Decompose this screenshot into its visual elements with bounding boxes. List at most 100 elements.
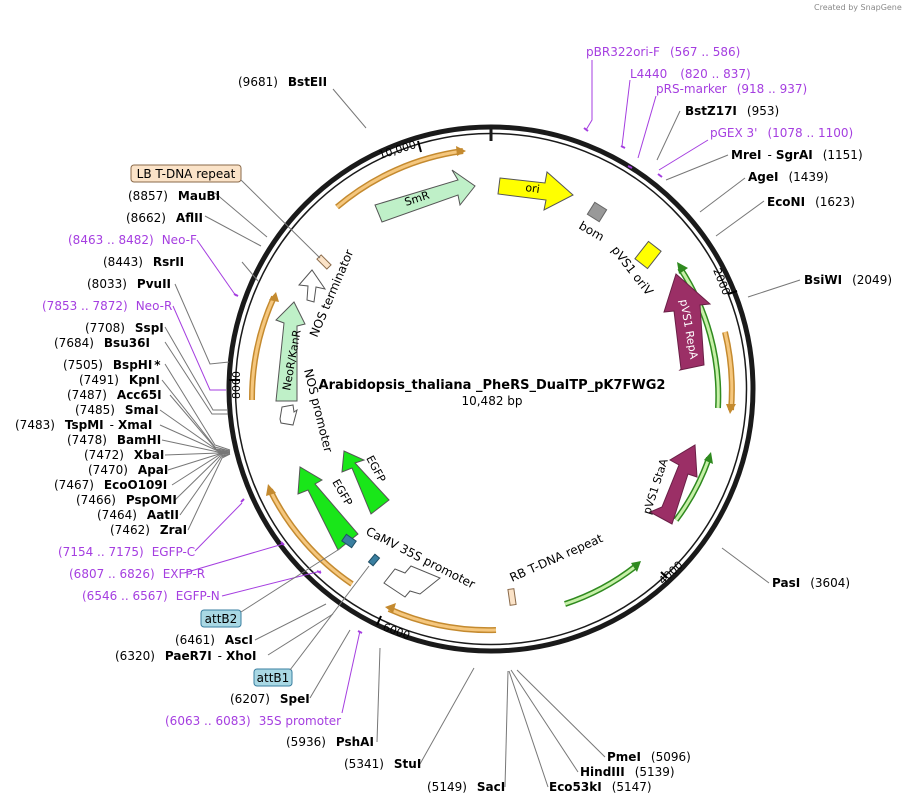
primer-tick-35s (357, 630, 363, 634)
primer-35s-promoter: (6063 .. 6083)35S promoter (165, 714, 341, 728)
primer-neo-r: (7853 .. 7872)Neo-R (42, 299, 172, 313)
orange-arc-top-head (456, 146, 466, 156)
boxed-labels: LB T-DNA repeat attB2 attB1 (130, 164, 370, 687)
leader-xhoi (267, 613, 334, 656)
green-arcs (564, 262, 722, 607)
egfp-arrow-1 (341, 450, 390, 515)
enzyme-pvuii: (8033)PvuII (87, 277, 171, 291)
orange-arcs (248, 146, 736, 634)
nos-terminator-arrow (297, 269, 327, 303)
primer-labels: pBR322ori-F(567 .. 586) L4440(820 .. 837… (42, 45, 853, 728)
orange-arc-bottom-fill (388, 607, 497, 632)
leader-lb (240, 179, 321, 259)
primer-exfp-r: (6807 .. 6826)EXFP-R (69, 567, 205, 581)
leader-pgex3 (658, 139, 709, 171)
leader-pspomi (174, 453, 231, 501)
enzyme-xbai: (7472)XbaI (84, 448, 164, 462)
enzyme-acc65i: (7487)Acc65I (67, 388, 162, 402)
plasmid-size: 10,482 bp (461, 394, 522, 408)
orange-arc-top-fill (336, 149, 464, 209)
ori-arrow (497, 171, 574, 211)
leader-pbr322ori (585, 60, 593, 131)
leader-hindiii (510, 669, 579, 773)
leader-35s-promoter (341, 630, 361, 714)
leader-aatii (179, 453, 231, 516)
primer-l4440: L4440(820 .. 837) (630, 67, 751, 81)
enzyme-labels: (9681)BstEII BstZ17I(953) MreI-SgrAI(115… (15, 75, 892, 794)
enzyme-maubi: (8857)MauBI (128, 189, 220, 203)
enzyme-bamhi: (7478)BamHI (67, 433, 161, 447)
primer-tick-prs (627, 165, 633, 169)
leader-aflii (204, 215, 262, 247)
leader-neo-r (172, 305, 226, 391)
enzyme-rsrii: (8443)RsrII (103, 255, 184, 269)
attb2-box-label: attB2 (205, 612, 238, 626)
lb-box-label: LB T-DNA repeat (137, 167, 236, 181)
leader-agei (699, 177, 746, 213)
enzyme-tspmi-xmai: (7483)TspMI-XmaI (15, 418, 152, 432)
leader-prs-marker (637, 95, 657, 159)
enzyme-kpni: (7491)KpnI (79, 373, 160, 387)
leader-attb2 (240, 547, 342, 613)
pvs1-repa-arrow (663, 273, 712, 371)
primer-tick-pbr322 (583, 127, 589, 132)
nos-promoter-arrow (279, 404, 298, 426)
leader-egfp-c (194, 502, 243, 552)
enzyme-leaders (159, 88, 801, 788)
leader-pasi (721, 547, 770, 584)
enzyme-aatii: (7464)AatII (97, 508, 179, 522)
enzyme-bsteii: (9681)BstEII (238, 75, 327, 89)
leader-pshai (376, 647, 381, 743)
leader-sspi (164, 326, 228, 411)
leader-spei (309, 629, 351, 699)
leader-smai (159, 409, 231, 453)
green-arc-staA-head (704, 452, 713, 464)
tick-label-2000: 2000 (710, 266, 733, 297)
camv-35s-arrow (383, 565, 441, 598)
leader-kpni (161, 379, 231, 452)
enzyme-bsphi: (7505)BspHI* (63, 358, 161, 372)
attb1-box-label: attB1 (257, 671, 290, 685)
leader-egfp-n (221, 570, 322, 597)
attb1-box (253, 668, 293, 687)
ori-label: ori (525, 181, 541, 196)
enzyme-spei: (6207)SpeI (230, 692, 310, 706)
enzyme-pshai: (5936)PshAI (286, 735, 374, 749)
enzyme-agei: AgeI(1439) (748, 170, 828, 184)
enzyme-econi: EcoNI(1623) (767, 195, 855, 209)
green-arc-rb-head (631, 561, 641, 572)
enzyme-paer7i-xhoi: (6320)PaeR7I-XhoI (115, 649, 257, 663)
orange-arc-lowerleft-head (266, 484, 276, 496)
primer-egfp-c: (7154 .. 7175)EGFP-C (58, 545, 195, 559)
tick-mark-2000 (727, 290, 738, 295)
leader-neo-f (196, 239, 237, 297)
green-arc-oriV-fill (678, 267, 720, 409)
green-arc-staA-fill (674, 457, 711, 521)
leader-stui (419, 667, 475, 765)
primer-leaders (172, 60, 709, 714)
leader-mrei (665, 154, 729, 181)
enzyme-sspi: (7708)SspI (85, 321, 164, 335)
primer-tick-egfpn (316, 570, 322, 574)
leader-bstEII (332, 88, 367, 129)
bom-marker (586, 201, 608, 223)
primer-tick-l4440 (620, 145, 626, 149)
enzyme-pspomi: (7466)PspOMI (76, 493, 177, 507)
green-arc-rb (564, 563, 638, 607)
enzyme-hindiii: HindIII(5139) (580, 765, 675, 779)
orange-arc-left-head (269, 292, 279, 302)
tick-mark-10000 (417, 140, 422, 153)
tick-mark-4000 (660, 571, 668, 579)
leader-saci (504, 670, 509, 788)
orange-arc-left (248, 295, 277, 401)
leader-zrai (187, 453, 231, 531)
tick-mark-6000 (376, 615, 382, 626)
orange-arc-right-head (726, 404, 736, 414)
enzyme-stui: (5341)StuI (344, 757, 421, 771)
rb-marker (507, 588, 517, 606)
primer-tick-neof (233, 293, 239, 297)
primer-tick-egfpc (240, 498, 245, 503)
enzyme-zrai: (7462)ZraI (110, 523, 187, 537)
orange-arc-left-fill (250, 296, 276, 401)
